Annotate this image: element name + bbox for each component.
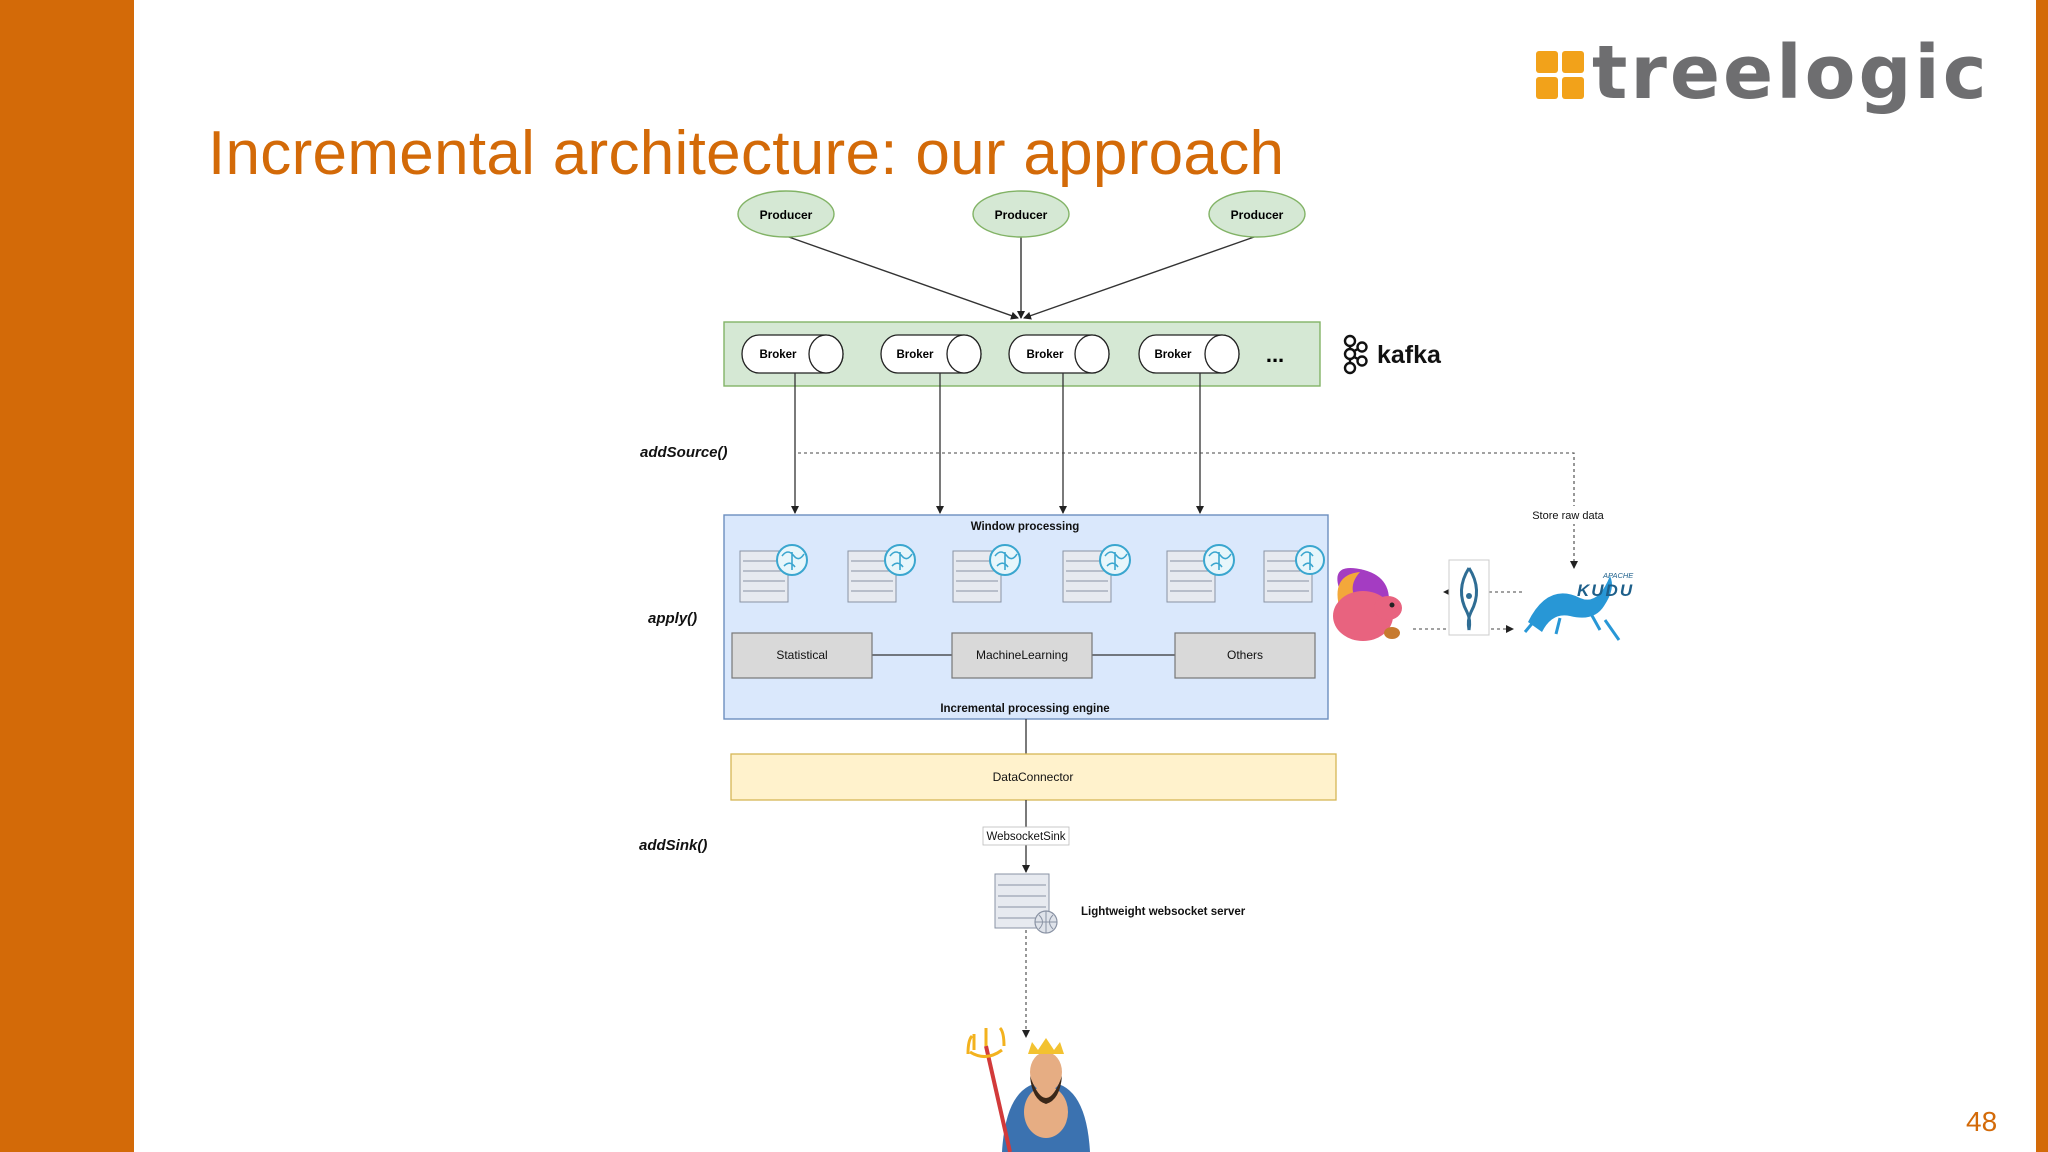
brokers-more-ellipsis: ...	[1266, 342, 1284, 367]
broker-node: Broker	[1138, 334, 1240, 374]
broker-node: Broker	[741, 334, 844, 374]
engine-label: Incremental processing engine	[940, 703, 1109, 715]
kafka-logo-icon	[1343, 334, 1368, 375]
producer-node: Producer	[972, 190, 1070, 238]
websocket-sink-label: WebsocketSink	[986, 831, 1065, 843]
logo-text: treelogic	[1592, 30, 1990, 116]
module-label: MachineLearning	[976, 648, 1068, 662]
broker-node: Broker	[880, 334, 982, 374]
producer-arrow	[785, 235, 1019, 320]
server-brain-icon	[739, 544, 808, 603]
producer-label: Producer	[995, 208, 1048, 222]
server-brain-icon	[1263, 545, 1325, 603]
module-label: Others	[1227, 648, 1263, 662]
broker-label: Broker	[1026, 349, 1064, 361]
processing-engine-box	[723, 514, 1329, 720]
module-box: Others	[1174, 632, 1316, 679]
module-box: MachineLearning	[951, 632, 1093, 679]
data-connector-label: DataConnector	[993, 770, 1074, 784]
add-source-label: addSource()	[640, 444, 728, 461]
producer-label: Producer	[1231, 208, 1284, 222]
server-brain-icon	[1062, 544, 1131, 603]
left-accent-band	[0, 0, 134, 1152]
kudu-apache-label: APACHE	[1602, 571, 1634, 580]
module-label: Statistical	[776, 648, 827, 662]
producer-node: Producer	[737, 190, 835, 238]
server-brain-icon	[847, 544, 916, 603]
window-processing-label: Window processing	[971, 521, 1080, 533]
raw-data-dashed-arrow	[798, 452, 1578, 569]
module-box: Statistical	[731, 632, 873, 679]
page-number: 48	[1966, 1106, 1998, 1137]
websocket-sink-tag	[982, 826, 1070, 846]
kudu-label: KUDU	[1577, 581, 1634, 600]
server-brain-icon	[1166, 544, 1235, 603]
broker-label: Broker	[1154, 349, 1192, 361]
logo-squares-icon	[1536, 51, 1586, 101]
apply-label: apply()	[648, 610, 697, 627]
broker-label: Broker	[896, 349, 934, 361]
broker-label: Broker	[759, 349, 797, 361]
right-accent-band	[2036, 0, 2048, 1152]
kafka-label: kafka	[1377, 341, 1442, 369]
apache-kudu-icon: APACHE KUDU	[1523, 571, 1634, 641]
impala-connector-icon	[1448, 559, 1490, 636]
broker-node: Broker	[1008, 334, 1110, 374]
treelogic-logo: treelogic	[1536, 30, 1996, 118]
producer-arrow	[1023, 235, 1258, 320]
producer-node: Producer	[1208, 190, 1306, 238]
poseidon-client-icon	[966, 1026, 1090, 1152]
flink-squirrel-icon	[1333, 568, 1402, 641]
data-connector-box	[730, 753, 1337, 801]
store-raw-data-label: Store raw data	[1532, 510, 1604, 522]
server-brain-icon	[952, 544, 1021, 603]
websocket-server-label: Lightweight websocket server	[1081, 906, 1246, 918]
websocket-server-icon	[994, 873, 1058, 934]
add-sink-label: addSink()	[639, 837, 707, 854]
producer-label: Producer	[760, 208, 813, 222]
slide-title: Incremental architecture: our approach	[208, 119, 1285, 188]
